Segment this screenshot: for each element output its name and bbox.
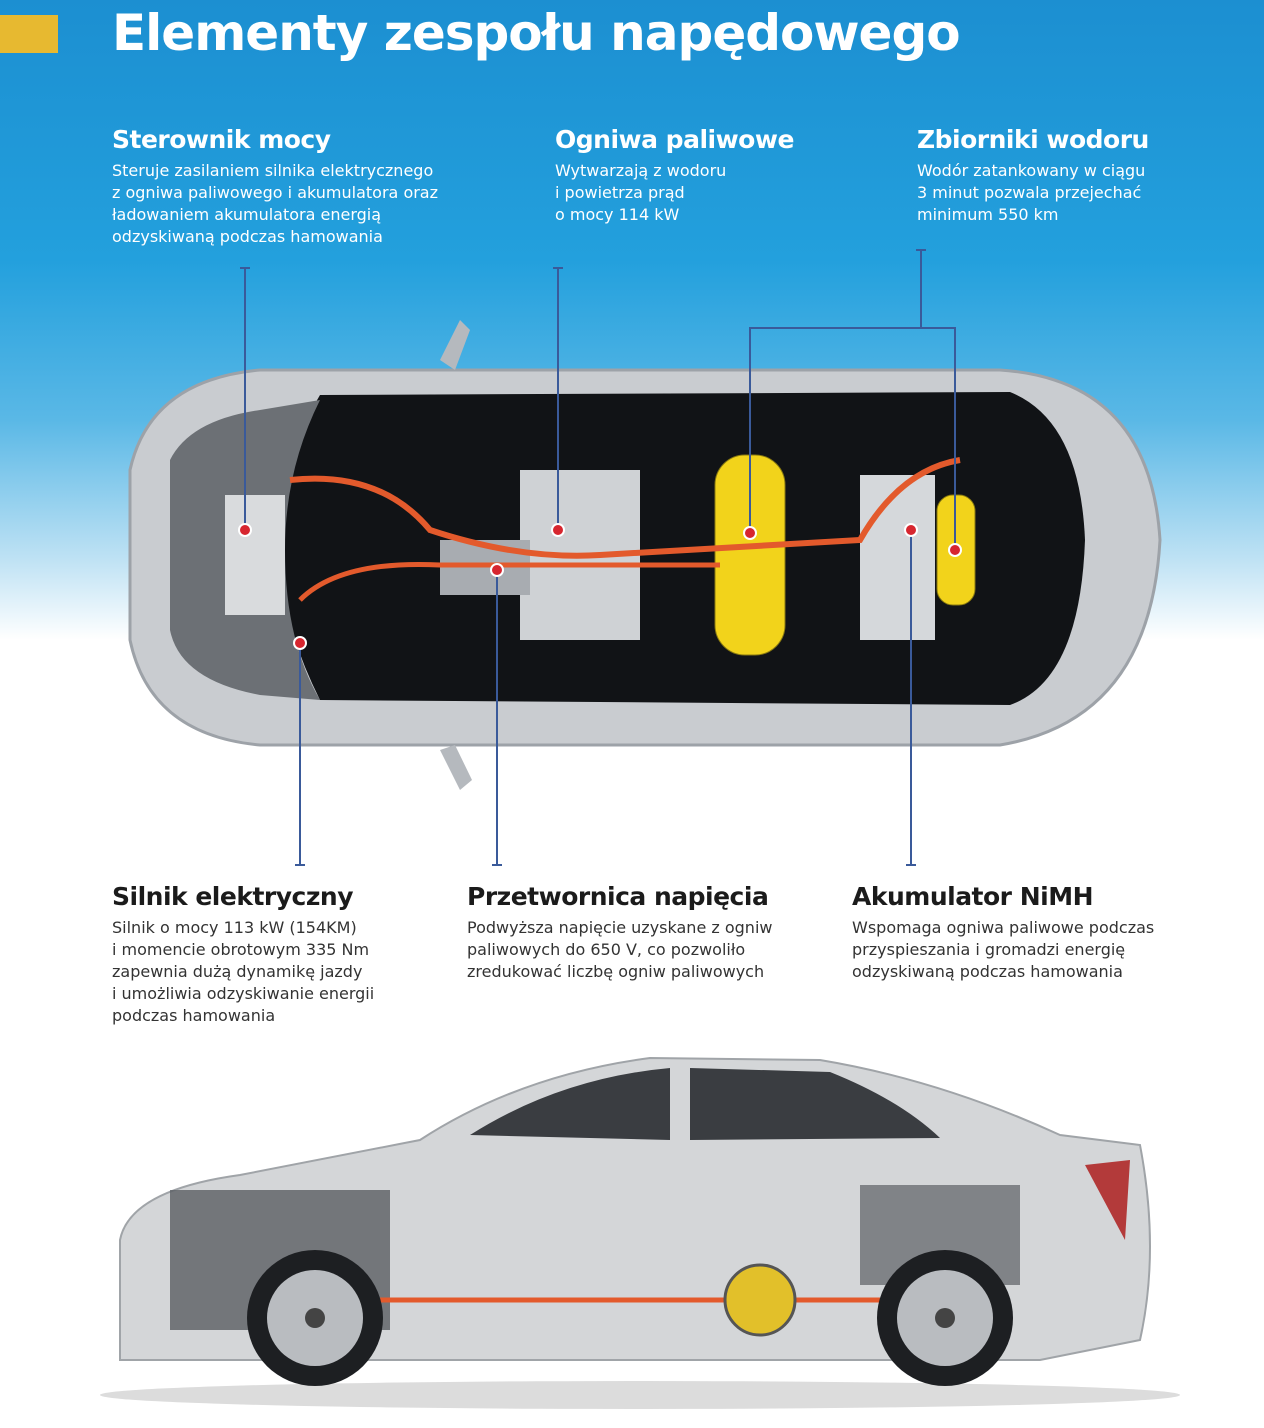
label-boost-converter: Przetwornica napięcia Podwyższa napięcie… [467,882,772,983]
label-electric-motor: Silnik elektryczny Silnik o mocy 113 kW … [112,882,374,1027]
heading: Sterownik mocy [112,125,331,154]
label-hydrogen-tanks: Zbiorniki wodoru Wodór zatankowany w cią… [917,125,1149,226]
description: Steruje zasilaniem silnika elektrycznego… [112,161,439,246]
page-title: Elementy zespołu napędowego [112,4,961,62]
heading: Przetwornica napięcia [467,882,769,911]
description: Wytwarzają z wodoru i powietrza prąd o m… [555,161,727,224]
description: Silnik o mocy 113 kW (154KM) i momencie … [112,918,375,1025]
label-power-control-unit: Sterownik mocy Steruje zasilaniem silnik… [112,125,438,248]
description: Wodór zatankowany w ciągu 3 minut pozwal… [917,161,1146,224]
car-side-view [100,1056,1180,1409]
marker-dots [238,523,962,650]
heading: Ogniwa paliwowe [555,125,794,154]
hv-cable [289,457,961,559]
leader-lines [240,249,956,866]
label-fuel-cells: Ogniwa paliwowe Wytwarzają z wodoru i po… [555,125,794,226]
power-control-unit [225,495,285,615]
description: Podwyższa napięcie uzyskane z ogniw pali… [467,918,773,981]
accent-bar [0,15,58,53]
nimh-battery [860,475,935,640]
heading: Zbiorniki wodoru [917,125,1149,154]
label-nimh-battery: Akumulator NiMH Wspomaga ogniwa paliwowe… [852,882,1154,983]
car-top-view [128,320,1162,790]
heading: Akumulator NiMH [852,882,1094,911]
description: Wspomaga ogniwa paliwowe podczas przyspi… [852,918,1155,981]
heading: Silnik elektryczny [112,882,354,911]
